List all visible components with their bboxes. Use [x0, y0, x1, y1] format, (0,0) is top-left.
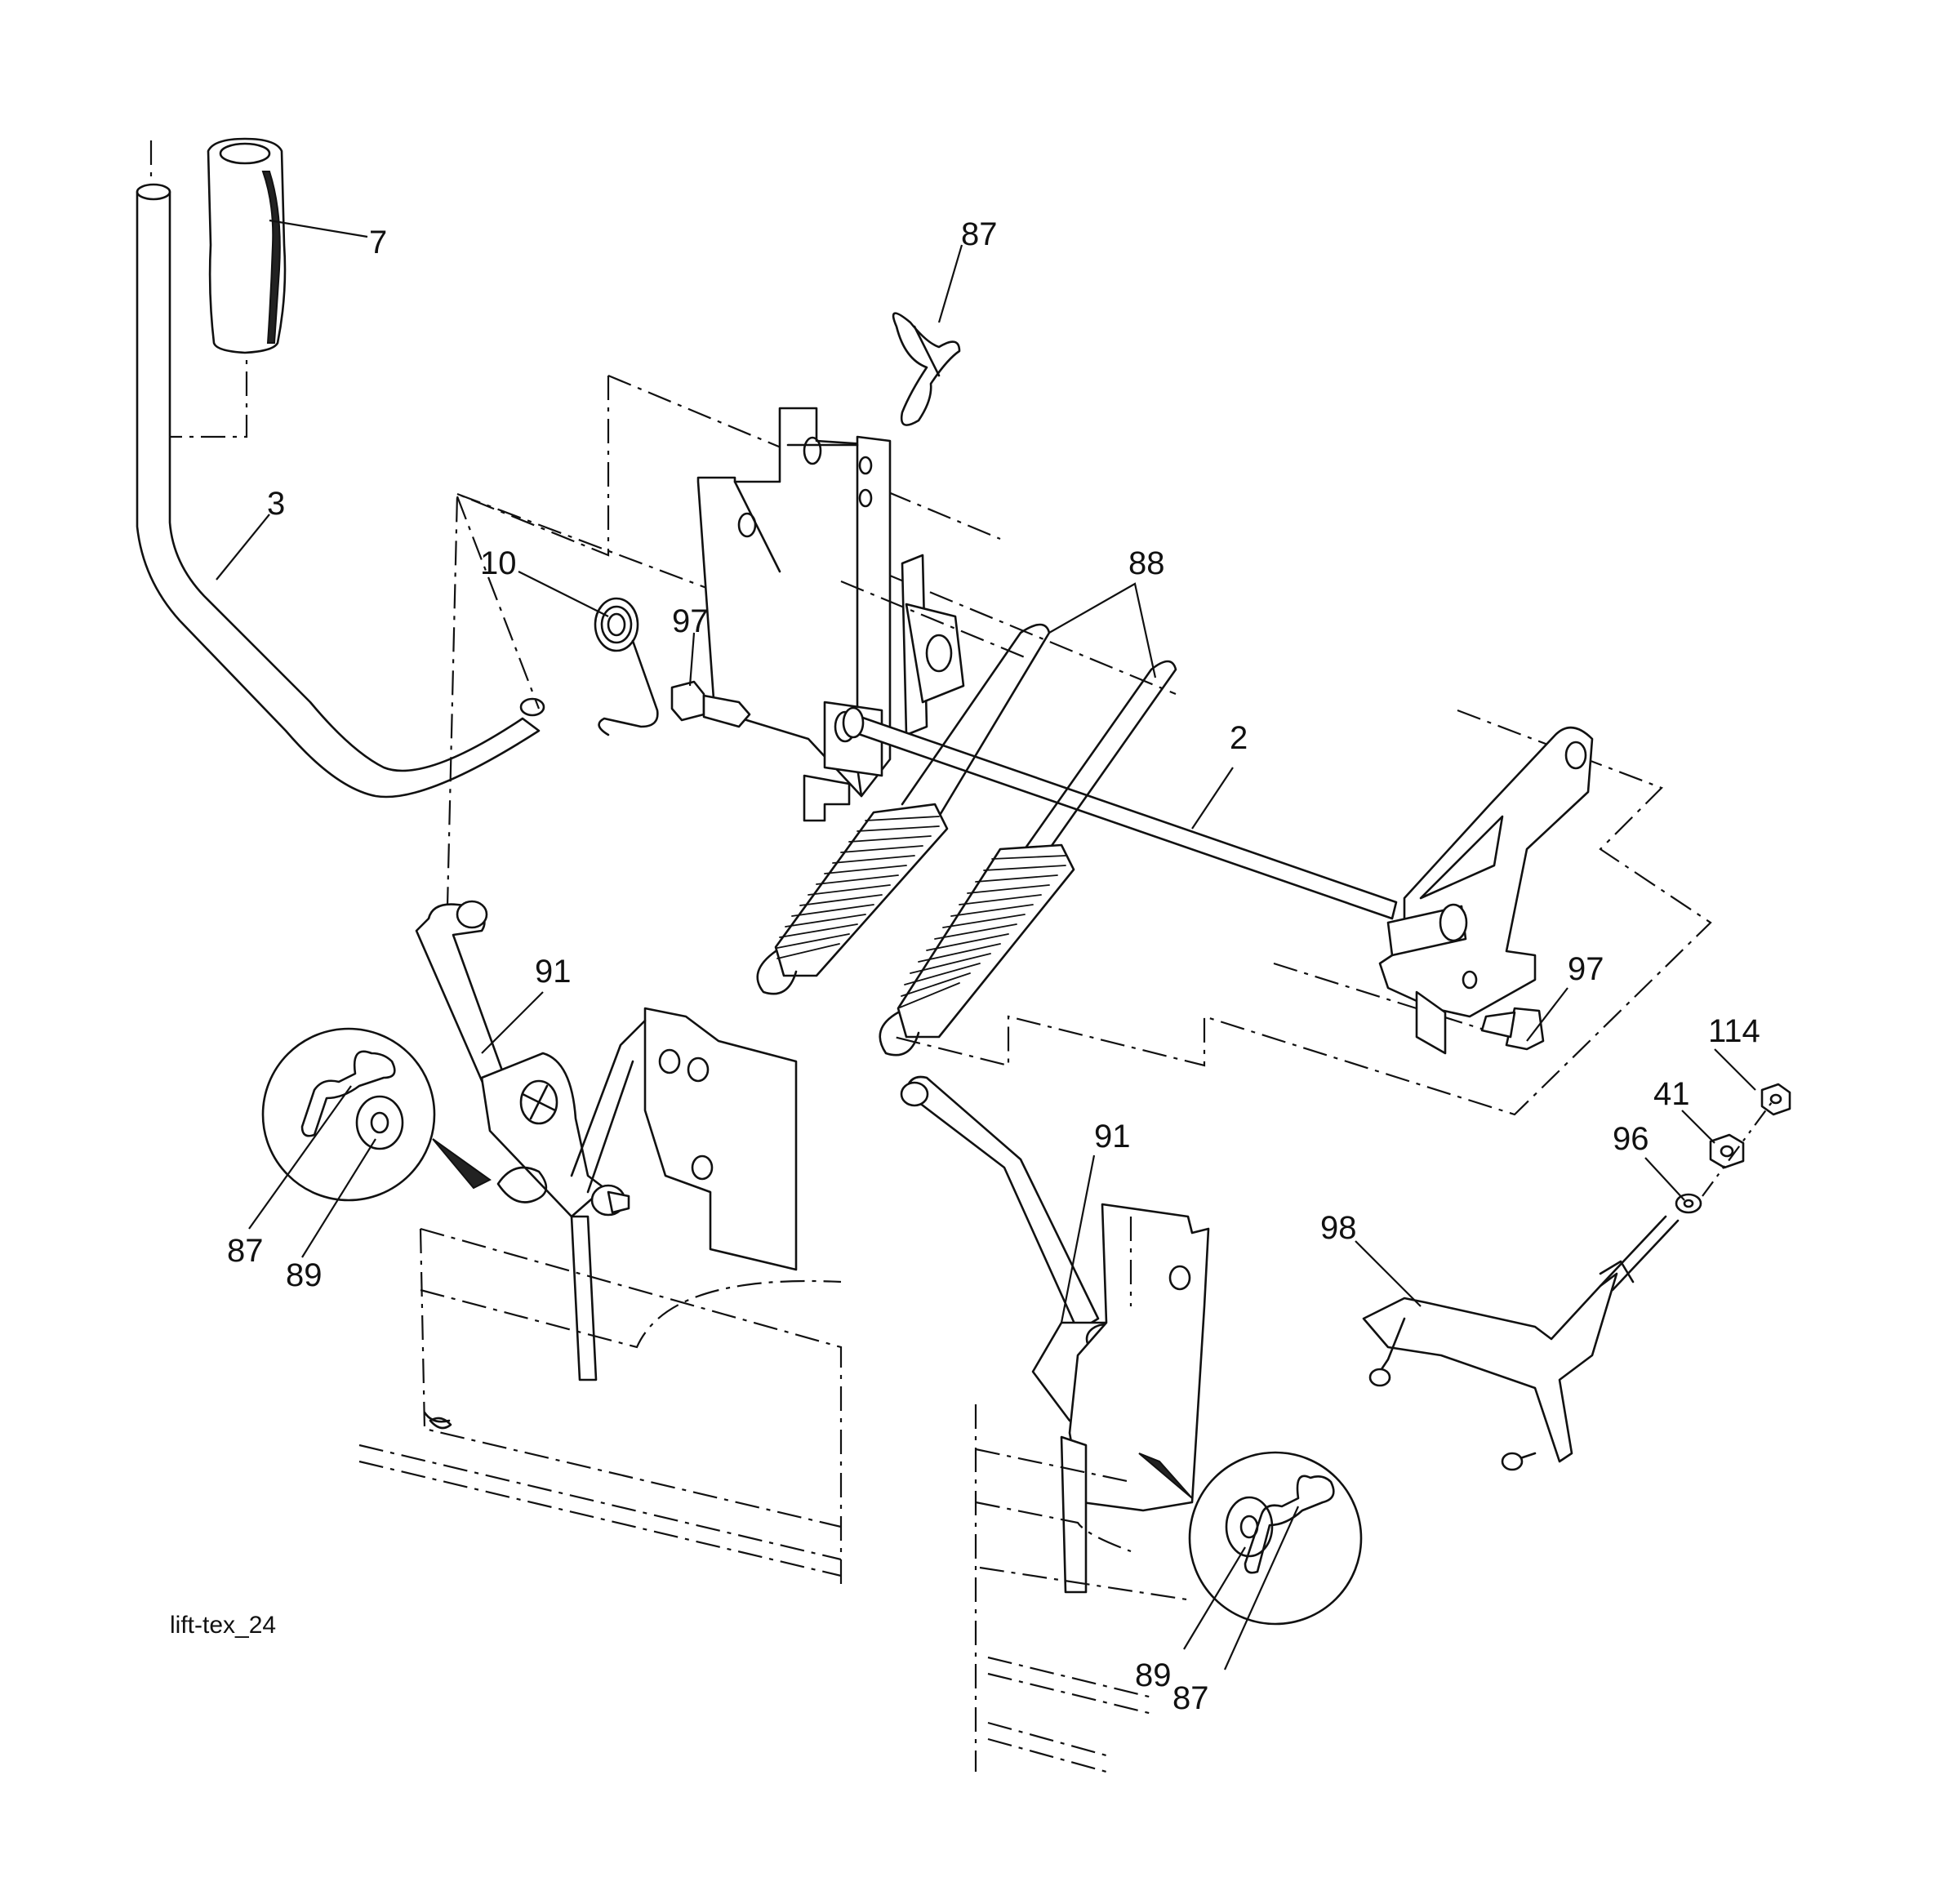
leader-lines — [216, 219, 1756, 1670]
callout-91-left: 91 — [535, 954, 572, 990]
deck-phantom-right — [974, 1404, 1193, 1773]
callout-91-right: 91 — [1094, 1119, 1131, 1154]
torsion-spring — [594, 597, 659, 736]
lift-link-left — [415, 900, 630, 1218]
deck-phantom-left — [358, 1227, 843, 1584]
spring-coil-right — [879, 843, 1075, 1057]
lift-shaft — [842, 706, 1398, 920]
callout-10: 10 — [480, 545, 517, 581]
frame-phantom-lines — [446, 374, 1712, 1116]
detail-circle-left — [261, 1027, 492, 1202]
bolt-right — [1480, 1007, 1545, 1051]
callout-87-left: 87 — [227, 1233, 264, 1269]
washer-96 — [1675, 1193, 1702, 1214]
callout-97-right: 97 — [1568, 951, 1604, 987]
lift-arm-right — [1378, 726, 1594, 1055]
callout-2: 2 — [1230, 720, 1248, 756]
callout-3: 3 — [267, 486, 285, 522]
diagram-caption: lift-tex_24 — [170, 1612, 276, 1639]
nut-41 — [1709, 1133, 1745, 1169]
cotter-pin-top — [892, 312, 961, 426]
detail-circle-right — [1138, 1451, 1363, 1626]
nut-114 — [1760, 1083, 1791, 1116]
callout-98: 98 — [1320, 1210, 1357, 1246]
lift-bracket — [696, 407, 1026, 822]
callout-87-right: 87 — [1172, 1680, 1209, 1716]
handle-grip — [149, 137, 287, 438]
callout-labels: 7 87 3 10 88 97 2 91 97 114 41 96 91 98 … — [227, 216, 1760, 1716]
callout-89-left: 89 — [286, 1257, 323, 1293]
deck-bracket-left — [570, 1007, 798, 1381]
deck-bracket-right — [1060, 1203, 1210, 1594]
callout-97-left: 97 — [672, 603, 709, 639]
spring-coil-left — [756, 803, 949, 995]
callout-96: 96 — [1613, 1121, 1649, 1157]
bolt-left — [670, 680, 751, 728]
callout-41: 41 — [1653, 1076, 1690, 1112]
callout-87-top: 87 — [961, 216, 998, 252]
callout-7: 7 — [369, 225, 387, 260]
callout-89-right: 89 — [1135, 1657, 1172, 1693]
hardware-centerline — [1702, 1101, 1773, 1197]
callout-88: 88 — [1128, 545, 1165, 581]
callout-114: 114 — [1708, 1013, 1760, 1049]
lift-handle-rod — [136, 183, 545, 799]
lift-assist-arm — [1362, 1215, 1680, 1471]
